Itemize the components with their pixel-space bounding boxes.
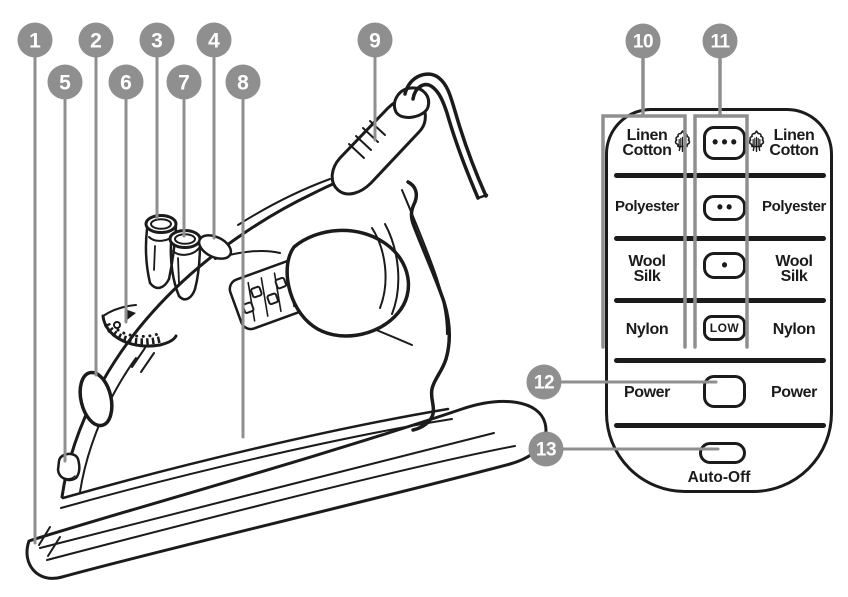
handle [237,178,411,338]
svg-text:13: 13 [536,440,556,461]
panel-row-polyester: Polyester •• Polyester [608,175,830,238]
fabric-label-left: Nylon [608,300,686,360]
skirt-seam [60,407,453,509]
fabric-label-line: Cotton [769,142,819,159]
svg-text:11: 11 [710,32,730,53]
svg-text:9: 9 [369,30,381,53]
fabric-label-line: Silk [633,268,661,285]
auto-off-label: Auto-Off [687,469,751,486]
callout-13: 13 [528,431,564,467]
iron-illustration [25,72,548,580]
fabric-label-line: Linen [773,126,815,144]
fabric-label-line: Nylon [772,321,816,339]
water-fill-nozzle-1 [144,214,178,290]
fabric-label-line: Cotton [622,142,672,159]
fabric-label-line: Polyester [762,197,826,215]
soleplate [25,399,548,580]
callout-10: 10 [625,23,661,59]
water-fill-nozzle-2 [168,229,202,301]
low-setting-text: LOW [709,321,740,335]
panel-row-wool-silk: Wool Silk • Wool Silk [608,238,830,300]
power-cord [403,72,489,200]
steam-icon [674,130,691,153]
spray-nozzle-knob [56,452,81,482]
svg-text:1: 1 [29,30,41,53]
fabric-label-line: Silk [780,268,808,285]
fabric-label-line: Linen [626,126,668,144]
power-label-line: Power [770,383,818,401]
fabric-label-line: Wool [628,252,666,270]
power-label-right: Power [756,360,832,425]
panel-row-auto-off: Auto-Off [608,425,830,496]
row-divider [614,423,826,428]
svg-text:5: 5 [59,72,71,95]
callout-8: 8 [225,64,261,100]
fabric-label-right: Polyester [756,175,832,238]
callout-3: 3 [139,22,175,58]
steam-level-button-high: ••• [703,126,746,160]
control-panel-illustration: Linen Cotton ••• L [605,108,833,493]
temperature-dial [101,304,178,348]
steam-level-dots: ••• [712,132,740,152]
fabric-label-right: Wool Silk [756,238,832,300]
svg-text:10: 10 [633,32,653,53]
panel-row-nylon: Nylon LOW Nylon [608,300,830,360]
steam-level-button-low: • [703,252,746,279]
steam-level-dots: • [721,254,731,275]
fabric-label-right: Linen Cotton [756,111,832,175]
iron-body [60,174,413,499]
row-divider [614,358,826,363]
callout-2: 2 [78,22,114,58]
fabric-label-line: Wool [775,252,813,270]
cord-protector [330,86,431,196]
steam-icon [748,130,765,153]
display-panel [228,253,330,331]
svg-text:3: 3 [151,30,163,53]
steam-level-dots: •• [716,197,736,217]
fabric-label-line: Polyester [615,197,679,215]
callout-6: 6 [108,64,144,100]
svg-text:6: 6 [120,72,132,95]
fabric-label-left: Polyester [608,175,686,238]
power-indicator-button [703,375,746,408]
callout-5: 5 [47,64,83,100]
svg-text:12: 12 [534,373,554,394]
auto-off-indicator-button [699,442,746,464]
power-label-left: Power [608,360,686,425]
fill-opening [197,234,233,260]
steam-level-button-medium: •• [703,195,746,221]
callout-1: 1 [17,22,53,58]
panel-row-power: Power Power [608,360,830,425]
svg-text:4: 4 [208,30,220,53]
callout-4: 4 [196,22,232,58]
fabric-label-line: Nylon [625,321,669,339]
callout-12: 12 [526,364,562,400]
spray-button [78,370,114,428]
fabric-label-left: Wool Silk [608,238,686,300]
callout-9: 9 [357,22,393,58]
steam-level-button-lowest: LOW [703,315,746,341]
svg-text:2: 2 [90,30,102,53]
panel-row-linen-cotton: Linen Cotton ••• L [608,111,830,175]
svg-text:7: 7 [178,72,190,95]
callout-11: 11 [702,23,738,59]
callout-7: 7 [166,64,202,100]
fabric-label-right: Nylon [756,300,832,360]
power-label-line: Power [623,383,671,401]
svg-text:8: 8 [237,72,249,95]
heel [401,180,451,432]
